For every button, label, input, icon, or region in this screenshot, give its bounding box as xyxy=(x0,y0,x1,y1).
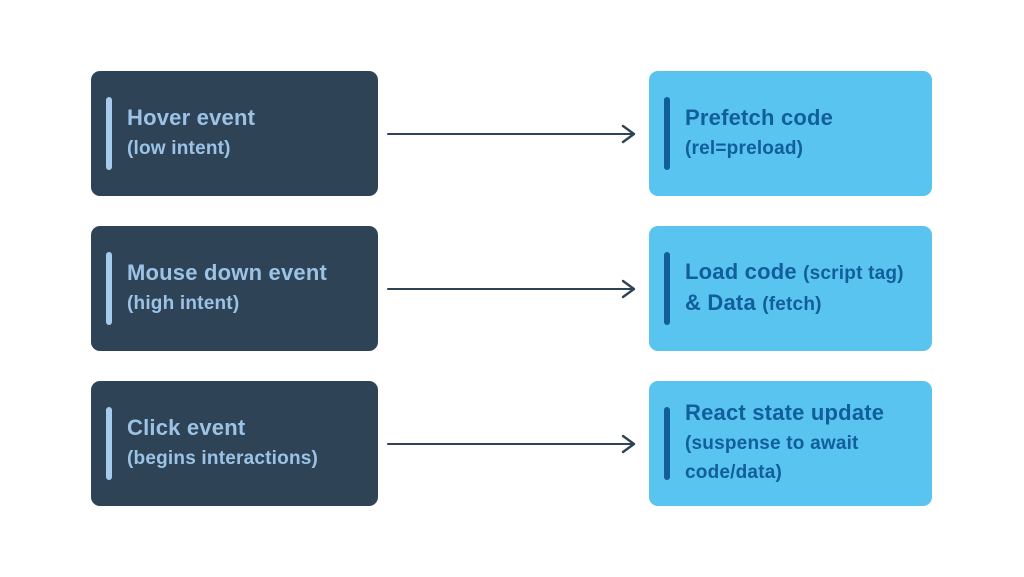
flow-row-click: Click event(begins interactions) React s… xyxy=(0,381,1024,506)
arrow-icon xyxy=(387,124,636,143)
event-card-hover: Hover event(low intent) xyxy=(91,71,378,196)
accent-bar xyxy=(106,252,112,325)
flow-row-mousedown: Mouse down event(high intent) Load code … xyxy=(0,226,1024,351)
card-text: Hover event(low intent) xyxy=(127,104,256,159)
card-text: Prefetch code(rel=preload) xyxy=(685,104,834,159)
accent-bar xyxy=(664,407,670,480)
event-card-mousedown: Mouse down event(high intent) xyxy=(91,226,378,351)
action-card-load: Load code (script tag)& Data (fetch) xyxy=(649,226,932,351)
accent-bar xyxy=(664,252,670,325)
flow-row-hover: Hover event(low intent) Prefetch code(re… xyxy=(0,71,1024,196)
action-card-prefetch: Prefetch code(rel=preload) xyxy=(649,71,932,196)
arrow-icon xyxy=(387,434,636,453)
arrow-icon xyxy=(387,279,636,298)
card-text: Click event(begins interactions) xyxy=(127,414,319,469)
card-text: Mouse down event(high intent) xyxy=(127,259,327,314)
accent-bar xyxy=(664,97,670,170)
event-card-click: Click event(begins interactions) xyxy=(91,381,378,506)
accent-bar xyxy=(106,407,112,480)
accent-bar xyxy=(106,97,112,170)
card-text: Load code (script tag)& Data (fetch) xyxy=(685,258,904,315)
